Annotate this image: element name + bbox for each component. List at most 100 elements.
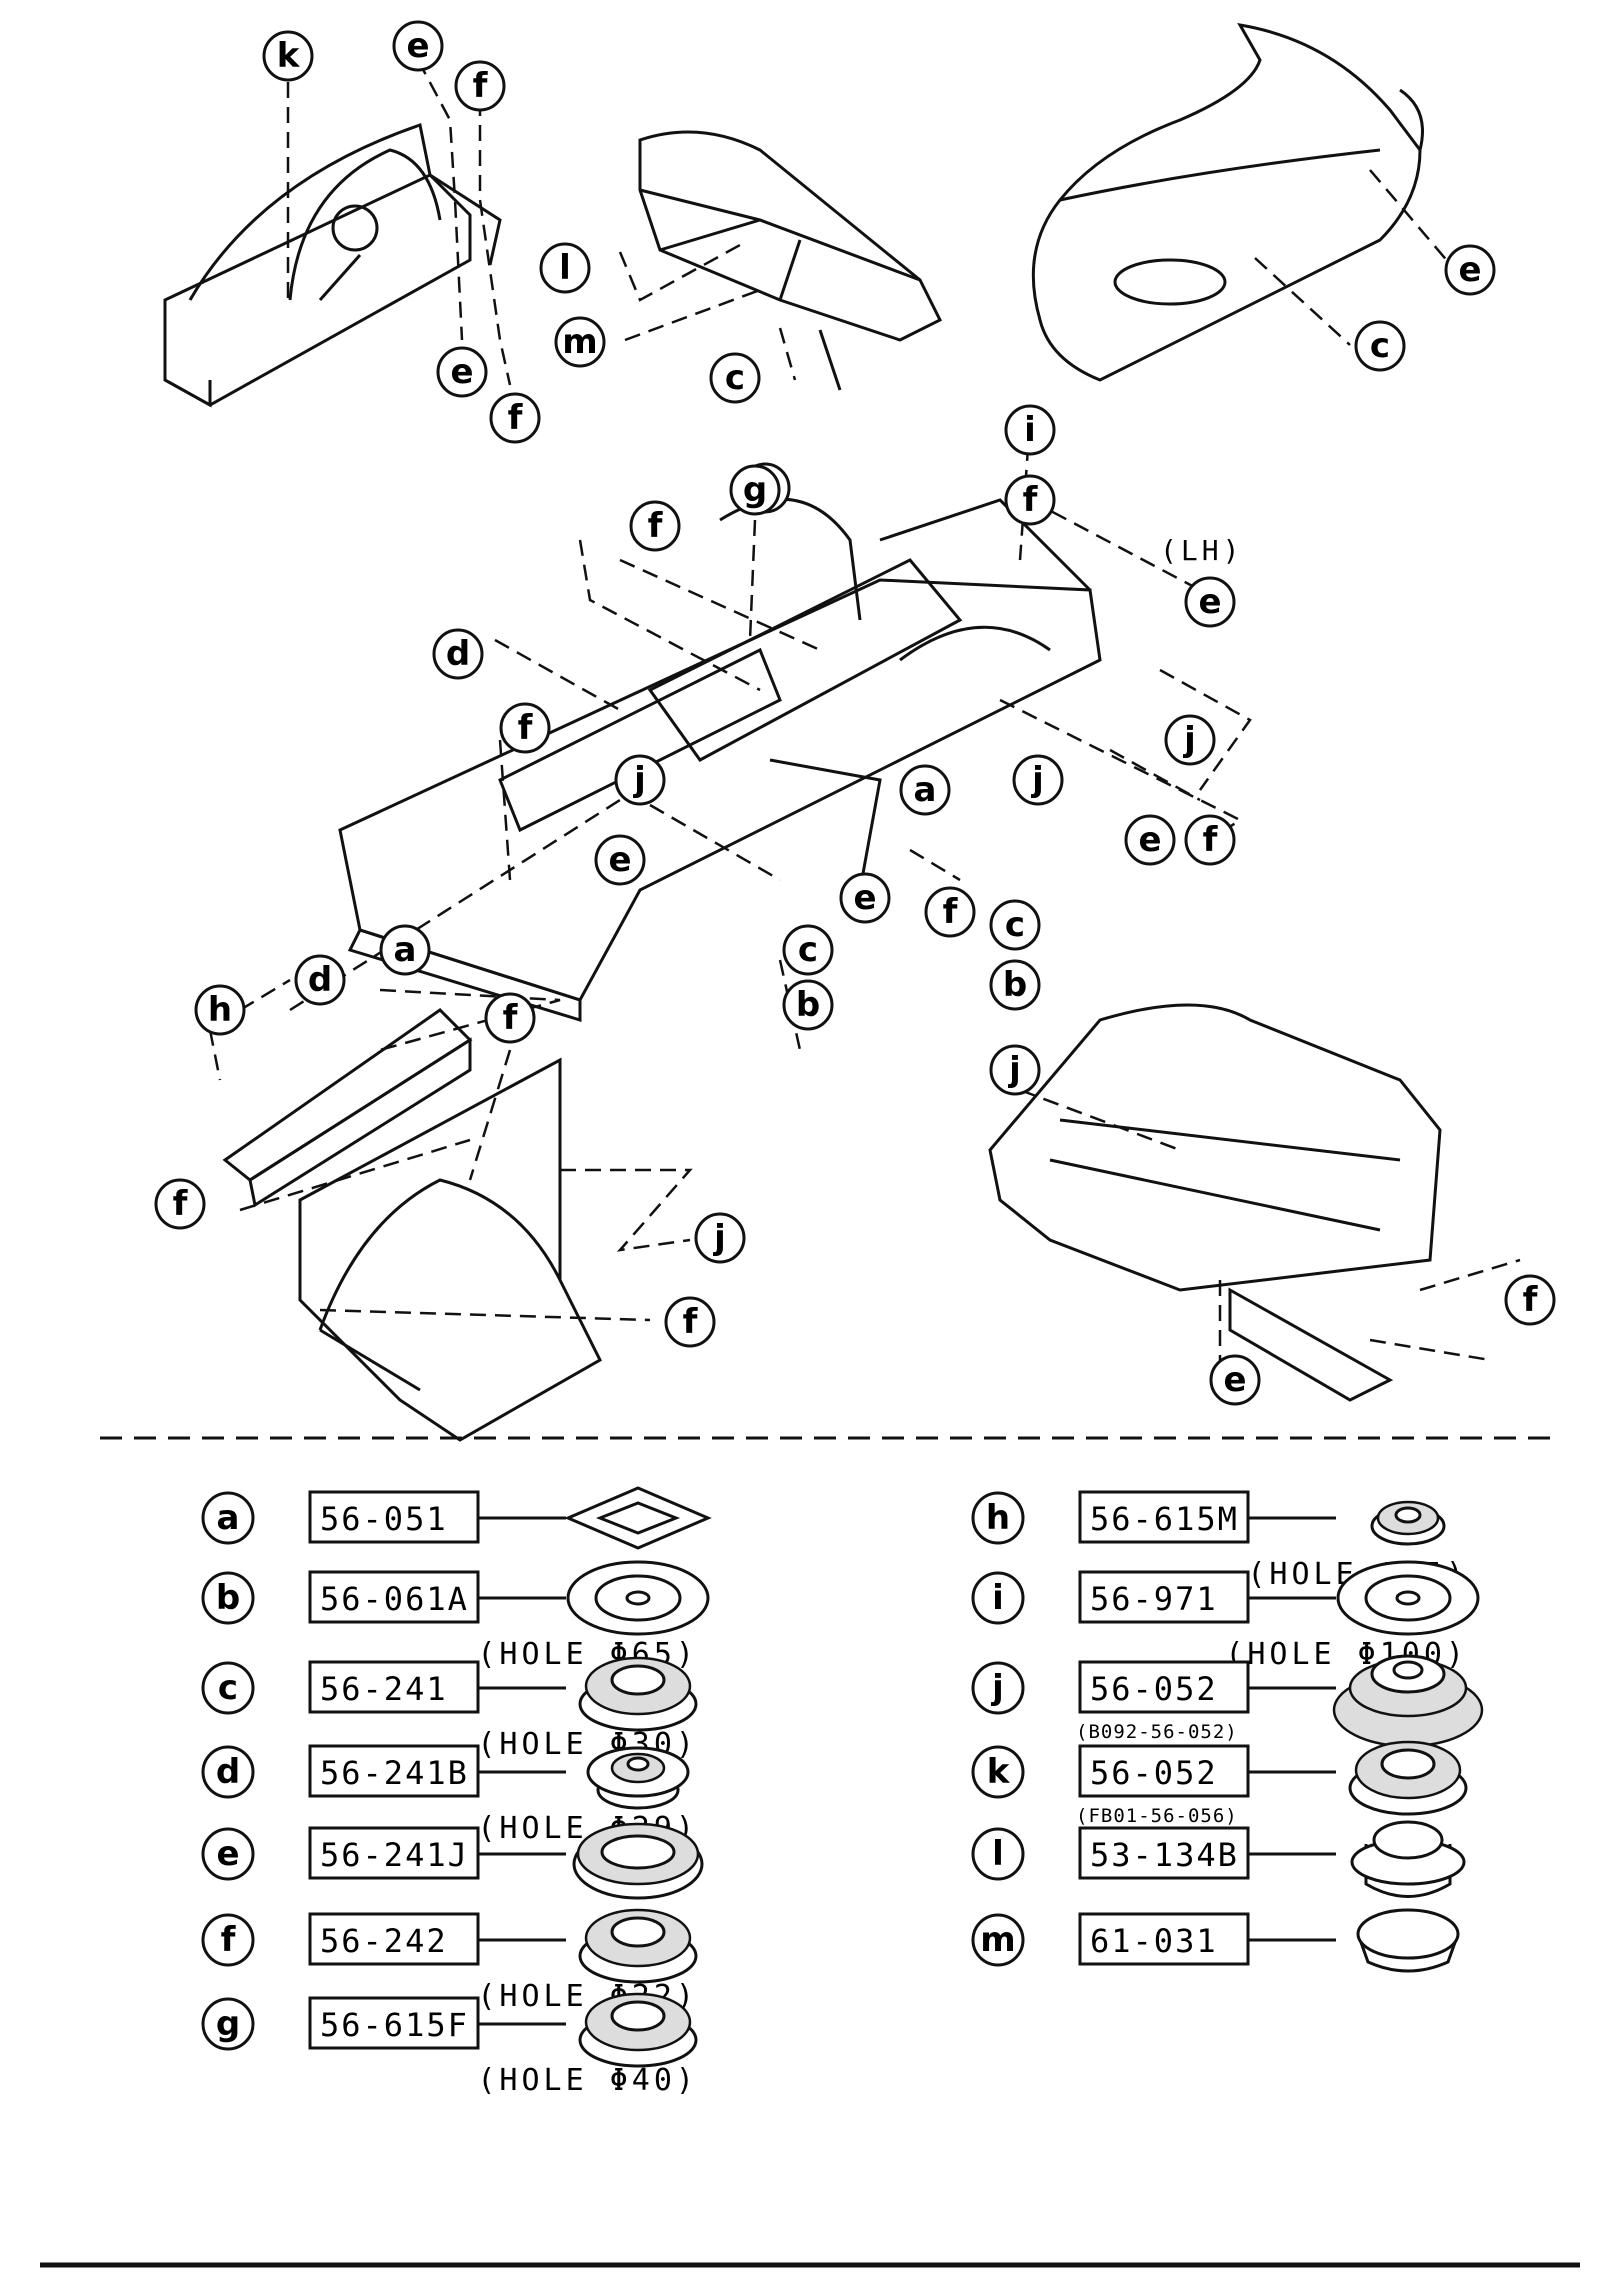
leader-lines — [208, 59, 1521, 1370]
callout-l: l — [539, 242, 591, 294]
dome-plug-icon — [578, 1908, 698, 1984]
legend-key-circle — [971, 1827, 1025, 1881]
callout-c: c — [782, 924, 834, 976]
callout-letter: j — [1182, 720, 1196, 760]
legend-key-letter: d — [216, 1752, 240, 1792]
legend-key-letter: h — [986, 1498, 1010, 1538]
callout-j: j — [1164, 714, 1216, 766]
callout-letter: f — [518, 708, 534, 748]
callout-e: e — [392, 20, 444, 72]
callout-letter: e — [1198, 582, 1221, 622]
callout-d: d — [294, 954, 346, 1006]
dome-plug-icon — [578, 1656, 698, 1732]
callout-letter: f — [943, 892, 959, 932]
part-number-box — [1078, 1826, 1250, 1880]
part-number-box — [308, 1490, 480, 1544]
callout-letter: a — [914, 770, 937, 810]
legend-key-letter: k — [987, 1752, 1011, 1792]
dome-plug-icon — [1348, 1740, 1468, 1816]
callout-letter: i — [1024, 410, 1036, 450]
callout-f: f — [499, 702, 551, 754]
assembly-sketches — [163, 22, 1442, 1442]
callout-i: i — [1004, 404, 1056, 456]
callout-letter: e — [608, 840, 631, 880]
legend-item-e: e 56-241J — [201, 1822, 704, 1900]
part-number: 56-242 — [320, 1922, 448, 1960]
oval-grommet-icon — [572, 1822, 704, 1900]
callout-letter: f — [1023, 480, 1039, 520]
floor-pan-sketch — [338, 497, 1102, 1023]
callout-a: a — [899, 764, 951, 816]
stepped-plug-icon — [586, 1746, 690, 1810]
callout-letter: c — [798, 930, 818, 970]
callout-f: f — [1004, 474, 1056, 526]
callout-letter: e — [450, 352, 473, 392]
legend-key-circle — [201, 1491, 255, 1545]
callout-j: j — [1012, 754, 1064, 806]
part-number: 53-134B — [1090, 1836, 1239, 1874]
callout-letter: b — [1003, 965, 1027, 1005]
hole-size: (HOLE Φ40) — [477, 2063, 698, 2098]
callout-letter: j — [1007, 1050, 1021, 1090]
callout-letter: j — [632, 760, 646, 800]
legend-key-circle — [201, 1571, 255, 1625]
callout-letter: e — [406, 26, 429, 66]
callout-e: e — [1124, 814, 1176, 866]
rear-body-sketch — [1031, 22, 1424, 382]
cap-plug-icon — [1356, 1908, 1460, 1973]
callout-k: k — [262, 30, 314, 82]
callout-letter: h — [208, 990, 232, 1030]
callout-m: m — [554, 316, 606, 368]
callout-letter: d — [308, 960, 332, 1000]
callout-f: f — [154, 1178, 206, 1230]
callout-e: e — [594, 834, 646, 886]
part-number: 56-615F — [320, 2006, 469, 2044]
callout-f: f — [1184, 814, 1236, 866]
callout-f: f — [664, 1296, 716, 1348]
large-grommet-icon — [1332, 1654, 1484, 1748]
legend-key-circle — [971, 1661, 1025, 1715]
callout-letter: f — [1523, 1280, 1539, 1320]
part-number: 61-031 — [1090, 1922, 1218, 1960]
part-number-box — [308, 1570, 480, 1624]
callout-letter: a — [394, 930, 417, 970]
callout-letter: d — [446, 634, 470, 674]
legend-key-circle — [201, 1997, 255, 2051]
part-number-box — [308, 1826, 480, 1880]
dome-plug-icon — [578, 1992, 698, 2068]
callout-letter: f — [648, 506, 664, 546]
callout-letter: j — [1030, 760, 1044, 800]
legend-key-circle — [971, 1913, 1025, 1967]
callout-e: e — [1184, 576, 1236, 628]
part-number: 56-061A — [320, 1580, 469, 1618]
legend-key-circle — [971, 1491, 1025, 1545]
callout-a: a — [379, 924, 431, 976]
legend-key-circle — [201, 1661, 255, 1715]
callout-b: b — [989, 959, 1041, 1011]
part-number: 56-241B — [320, 1754, 469, 1792]
callout-e: e — [1209, 1354, 1261, 1406]
part-number-box — [1078, 1744, 1250, 1798]
callout-c: c — [989, 899, 1041, 951]
callout-letter: j — [712, 1218, 726, 1258]
callout-letter: k — [277, 36, 301, 76]
part-number: 56-052 — [1090, 1670, 1218, 1708]
part-number-box — [308, 1996, 480, 2050]
part-number: 56-241J — [320, 1836, 469, 1874]
callout-letter: e — [1223, 1360, 1246, 1400]
legend-key-letter: l — [992, 1834, 1004, 1874]
callout-c: c — [709, 352, 761, 404]
callout-letter: l — [559, 248, 571, 288]
legend-key-letter: e — [216, 1834, 239, 1874]
callout-letter: f — [503, 998, 519, 1038]
part-number-box — [308, 1660, 480, 1714]
part-number: 56-051 — [320, 1500, 448, 1538]
